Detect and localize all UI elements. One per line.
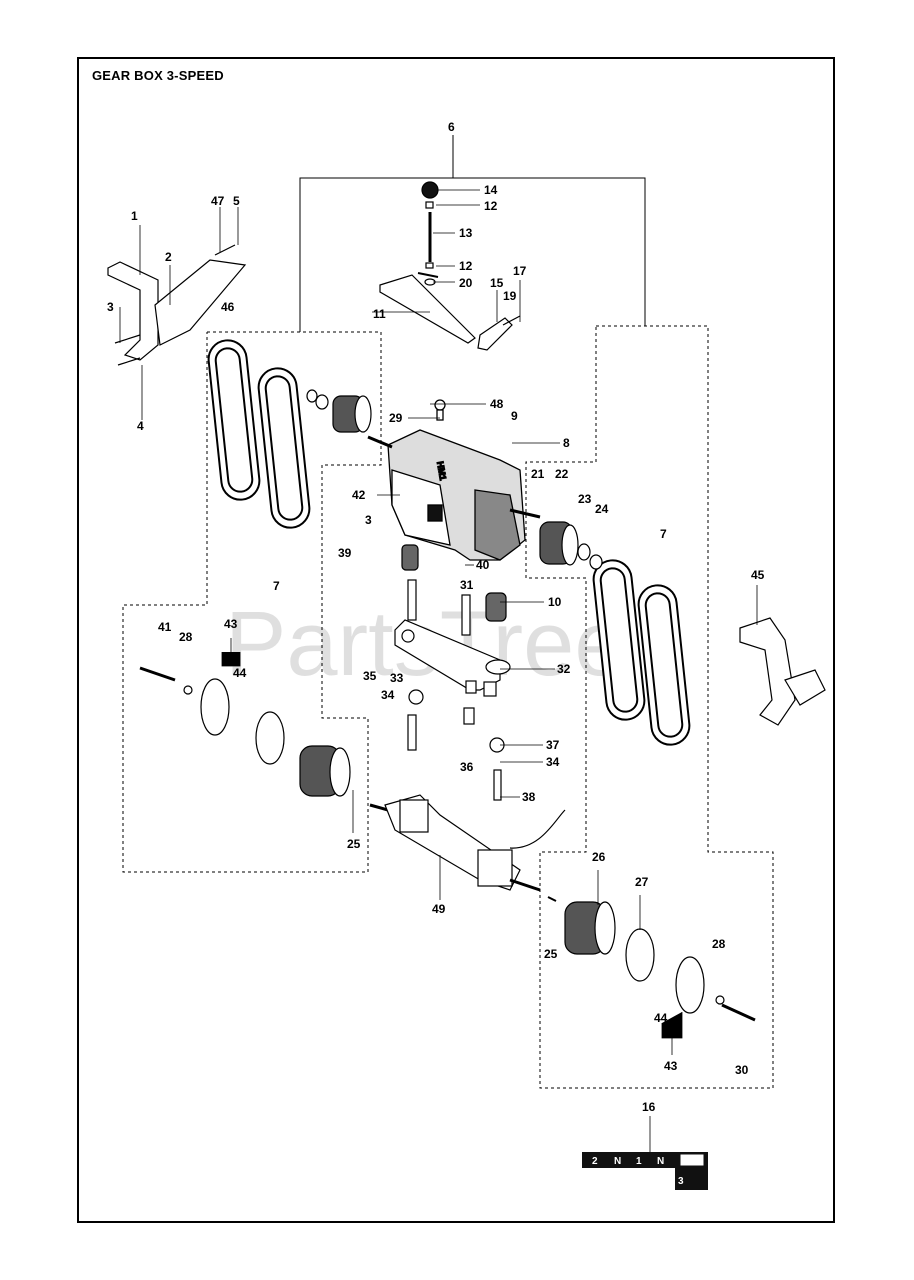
callout-36: 36 (460, 760, 474, 774)
callout-5: 5 (233, 194, 240, 208)
callout-9: 9 (511, 409, 518, 423)
callout-37: 37 (546, 738, 560, 752)
callout-43: 43 (224, 617, 238, 631)
upper-pulleys (306, 389, 603, 570)
group-bracket (299, 135, 646, 332)
callout-2: 2 (165, 250, 172, 264)
callout-7-left: 7 (273, 579, 280, 593)
lower-left-pulleys (139, 666, 351, 797)
callout-15: 15 (490, 276, 504, 290)
callout-3b: 3 (365, 513, 372, 527)
drive-shaft (369, 794, 566, 892)
callout-21: 21 (531, 467, 545, 481)
linkage-parts (394, 544, 511, 801)
callout-16: 16 (642, 1100, 656, 1114)
callout-40: 40 (476, 558, 490, 572)
callout-3: 3 (107, 300, 114, 314)
casting-mark: HM1 (435, 461, 448, 481)
callout-28: 28 (179, 630, 193, 644)
lower-right-pulleys (547, 896, 756, 1022)
callout-49: 49 (432, 902, 446, 916)
callout-10: 10 (548, 595, 562, 609)
callout-34b: 34 (546, 755, 560, 769)
callout-22: 22 (555, 467, 569, 481)
callout-20: 20 (459, 276, 473, 290)
callout-47: 47 (211, 194, 225, 208)
callout-30: 30 (735, 1063, 749, 1077)
callout-28b: 28 (712, 937, 726, 951)
callout-24: 24 (595, 502, 609, 516)
callout-44b: 44 (654, 1011, 668, 1025)
callout-23: 23 (578, 492, 592, 506)
callout-6: 6 (448, 120, 455, 134)
callout-35: 35 (363, 669, 377, 683)
callout-17: 17 (513, 264, 527, 278)
callout-31: 31 (460, 578, 474, 592)
dashed-outlines (122, 325, 774, 1089)
selector-plate: 2 N 1 N 3 (582, 1152, 708, 1190)
callout-11: 11 (373, 307, 386, 321)
callout-45: 45 (751, 568, 765, 582)
callout-33: 33 (390, 671, 404, 685)
callout-43b: 43 (664, 1059, 678, 1073)
callout-44: 44 (233, 666, 247, 680)
selector-1: 1 (636, 1156, 642, 1167)
callout-42: 42 (352, 488, 366, 502)
callout-25: 25 (347, 837, 361, 851)
callout-13: 13 (459, 226, 473, 240)
callout-34: 34 (381, 688, 395, 702)
callout-8: 8 (563, 436, 570, 450)
callout-1: 1 (131, 209, 138, 223)
callout-27: 27 (635, 875, 649, 889)
shift-lever (379, 181, 521, 351)
callout-32: 32 (557, 662, 571, 676)
callout-39: 39 (338, 546, 352, 560)
left-bracket (107, 244, 247, 366)
diagram-title: GEAR BOX 3-SPEED (92, 68, 224, 83)
callout-7-right: 7 (660, 527, 667, 541)
callout-25b: 25 (544, 947, 558, 961)
callout-46: 46 (221, 300, 235, 314)
callout-labels: 6 14 12 13 12 20 17 15 19 11 47 5 1 2 46… (107, 120, 765, 1114)
selector-3: 3 (678, 1176, 684, 1187)
diagram-frame (77, 57, 835, 1223)
callout-19: 19 (503, 289, 517, 303)
callout-29: 29 (389, 411, 403, 425)
callout-48: 48 (490, 397, 504, 411)
callout-12: 12 (484, 199, 498, 213)
gearbox-housing: HM1 (367, 399, 541, 561)
callout-38: 38 (522, 790, 536, 804)
selector-n2: N (657, 1156, 664, 1167)
leader-lines (119, 189, 758, 1152)
callout-14: 14 (484, 183, 498, 197)
callout-41: 41 (158, 620, 172, 634)
callout-12b: 12 (459, 259, 473, 273)
belts (207, 339, 691, 746)
selector-2: 2 (592, 1156, 598, 1167)
selector-n1: N (614, 1156, 621, 1167)
callout-26: 26 (592, 850, 606, 864)
right-bracket (739, 617, 826, 726)
callout-4: 4 (137, 419, 144, 433)
